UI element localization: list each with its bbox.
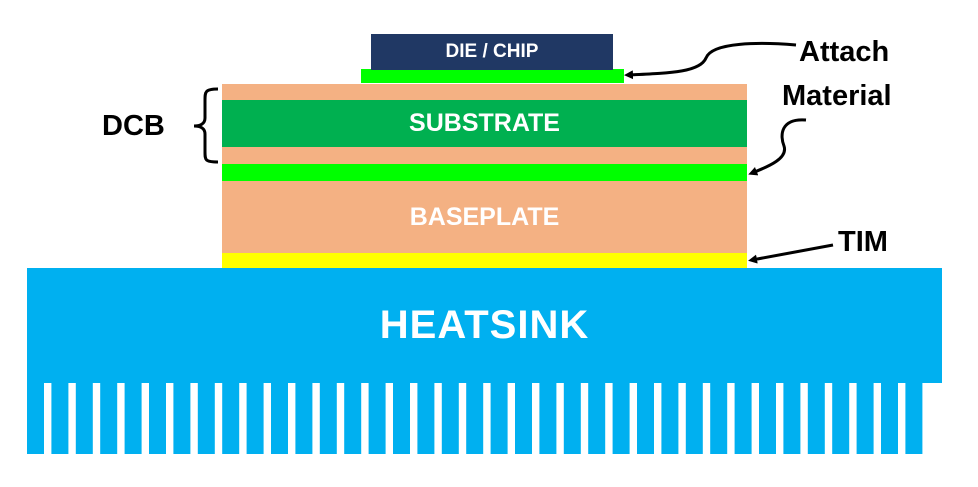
dcb-copper-top-layer (222, 84, 747, 100)
attach-material-label-line2: Material (782, 80, 892, 112)
heatsink-fin (710, 380, 728, 454)
heatsink-fin (515, 380, 532, 454)
heatsink-fin (295, 380, 313, 454)
baseplate-layer: BASEPLATE (222, 181, 747, 253)
heatsink-layer: HEATSINK (27, 268, 942, 383)
heatsink-fin (490, 380, 508, 454)
heatsink-fin (441, 380, 459, 454)
baseplate-label: BASEPLATE (409, 202, 560, 231)
heatsink-fin (856, 380, 874, 454)
heatsink-fin (75, 380, 93, 454)
heatsink-label: HEATSINK (379, 303, 590, 347)
heatsink-fin (588, 380, 606, 454)
die-chip-layer: DIE / CHIP (371, 34, 613, 70)
heatsink-fin (612, 380, 630, 454)
tim-layer (222, 253, 747, 268)
heatsink-fin (783, 380, 801, 454)
heatsink-fin (563, 380, 581, 454)
heatsink-fin (539, 380, 557, 454)
heatsink-fin (759, 380, 776, 454)
attach-material-bottom-layer (222, 164, 747, 181)
heatsink-fin (319, 380, 337, 454)
heatsink-fin (173, 380, 191, 454)
substrate-label: SUBSTRATE (409, 109, 560, 137)
attach-material-top-layer (361, 69, 624, 83)
heatsink-fin (344, 380, 362, 454)
heatsink-fin (27, 380, 44, 454)
attach-arrow-bottom (748, 118, 807, 176)
heatsink-fin (149, 380, 166, 454)
heatsink-fin (881, 380, 898, 454)
heatsink-fin (832, 380, 850, 454)
tim-label: TIM (838, 226, 888, 258)
heatsink-fin (246, 380, 264, 454)
heatsink-fin (222, 380, 240, 454)
attach-material-label-line1: Attach (799, 36, 890, 68)
heatsink-fin (807, 380, 825, 454)
heatsink-fin (124, 380, 142, 454)
heatsink-fin (661, 380, 679, 454)
heatsink-fin (417, 380, 435, 454)
heatsink-fin (637, 380, 654, 454)
heatsink-fin (734, 380, 752, 454)
attach-arrow-top (624, 41, 797, 80)
heatsink-fin (197, 380, 215, 454)
tim-arrow (748, 243, 834, 264)
heatsink-fin (685, 380, 703, 454)
dcb-copper-bottom-layer (222, 147, 747, 164)
dcb-bracket (193, 87, 219, 164)
heatsink-fin (368, 380, 386, 454)
heatsink-fin (271, 380, 288, 454)
heatsink-fin (466, 380, 484, 454)
heatsink-fin (905, 380, 923, 454)
substrate-layer: SUBSTRATE (222, 100, 747, 147)
dcb-label: DCB (102, 110, 165, 142)
die-chip-label: DIE / CHIP (445, 41, 539, 62)
heatsink-fin (51, 380, 69, 454)
heatsink-fin (100, 380, 118, 454)
heatsink-fin (393, 380, 410, 454)
